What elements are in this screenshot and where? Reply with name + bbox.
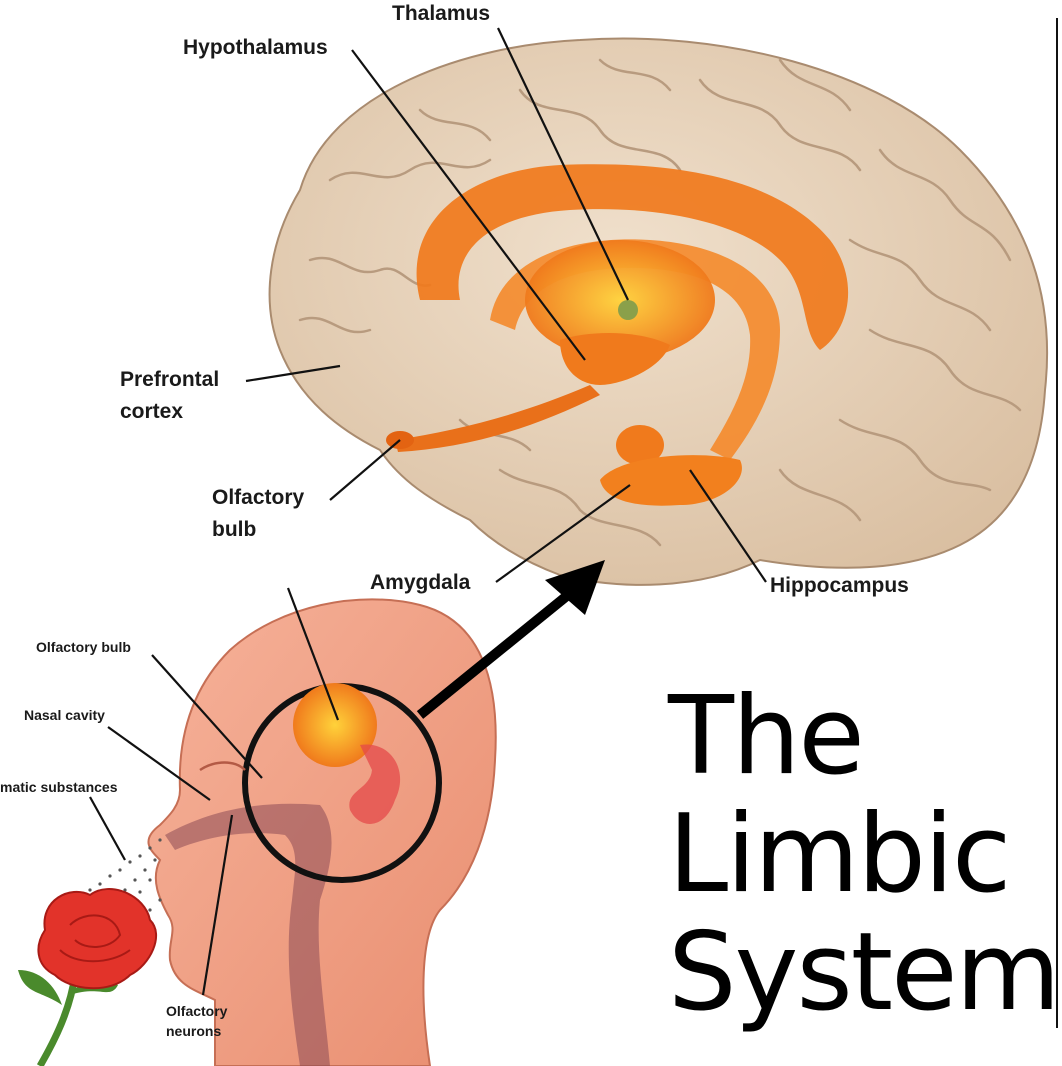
- hypothalamus-shape: [560, 333, 670, 385]
- label-aromatic-substances: matic substances: [0, 779, 118, 795]
- cingulate-arc: [416, 164, 849, 350]
- brain-folds: [298, 58, 1022, 547]
- rose-bloom: [37, 888, 157, 990]
- title-line-2: Limbic: [668, 792, 1011, 917]
- limbic-structures: [386, 164, 849, 506]
- amygdala-shape: [616, 425, 664, 465]
- rose: [18, 888, 157, 1066]
- thalamus-shape: [525, 240, 715, 360]
- label-olfactory-bulb-line1: Olfactory: [212, 486, 305, 509]
- label-hippocampus: Hippocampus: [770, 574, 909, 597]
- olfactory-tract: [395, 385, 600, 452]
- label-olfactory-neurons-line2: neurons: [166, 1023, 222, 1039]
- label-prefrontal-cortex-line1: Prefrontal: [120, 368, 220, 391]
- brain: [268, 37, 1049, 586]
- label-thalamus: Thalamus: [392, 2, 491, 25]
- label-olfactory-bulb-line2: bulb: [212, 518, 257, 541]
- leader-lines: [89, 27, 767, 996]
- label-amygdala: Amygdala: [370, 571, 471, 594]
- head: [147, 598, 497, 1066]
- pointer-arrow: [416, 560, 605, 719]
- label-head-olfactory-bulb: Olfactory bulb: [36, 639, 131, 655]
- label-prefrontal-cortex-line2: cortex: [120, 400, 184, 423]
- label-nasal-cavity: Nasal cavity: [24, 707, 105, 723]
- nasal-passage: [165, 803, 332, 1066]
- diagram-title: The Limbic System: [668, 674, 1061, 1035]
- right-frame-edge: [1056, 18, 1058, 1028]
- label-olfactory-neurons-line1: Olfactory: [166, 1003, 228, 1019]
- title-line-1: The: [668, 674, 865, 799]
- label-hypothalamus: Hypothalamus: [183, 36, 328, 59]
- title-line-3: System: [668, 910, 1061, 1035]
